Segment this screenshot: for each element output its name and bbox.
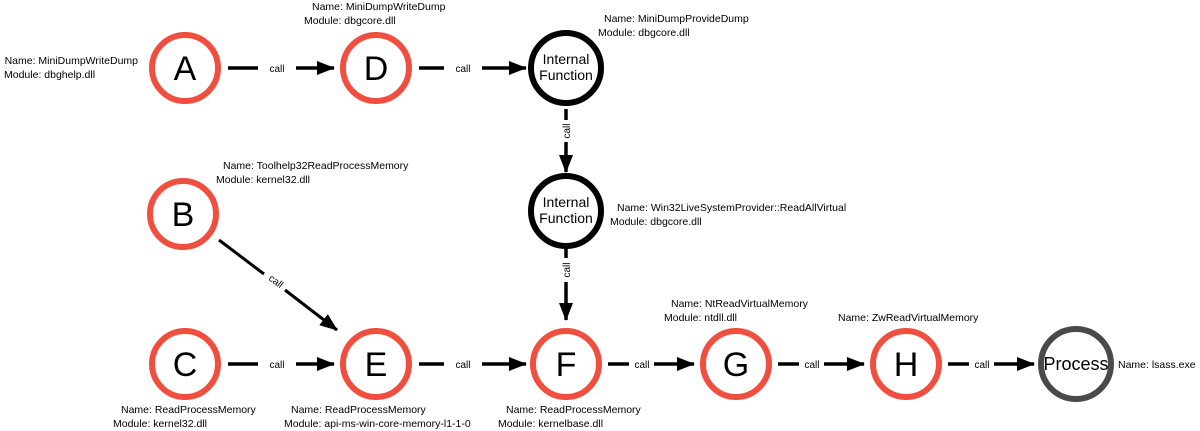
edge-internal1-to-internal2: call [559, 109, 573, 173]
info-name: Name: MiniDumpWriteDump [312, 1, 446, 13]
info-name: Name: lsass.exe [1118, 359, 1196, 371]
info-name: Name: NtReadVirtualMemory [671, 298, 808, 310]
node-label: D [364, 50, 389, 88]
edge-d-to-internal1: call [419, 61, 527, 75]
info-module: Module: dbgcore.dll [304, 15, 396, 27]
info-module: Module: kernel32.dll [216, 174, 310, 186]
info-name: Name: Toolhelp32ReadProcessMemory [223, 160, 409, 172]
node-label-line2: Function [539, 210, 593, 226]
node-internal-function-2[interactable]: Internal Function [528, 173, 604, 249]
info-h: Name: ZwReadVirtualMemory [838, 311, 978, 325]
edge-label: call [804, 360, 819, 371]
edge-a-to-d: call [228, 61, 335, 75]
edge-label: call [562, 262, 573, 277]
info-f: Name: ReadProcessMemory Module: kernelba… [498, 403, 641, 431]
node-internal-function-1[interactable]: Internal Function [528, 30, 604, 106]
node-label: Process [1043, 354, 1108, 374]
edge-b-to-e: call [218, 238, 338, 332]
node-a[interactable]: A [149, 32, 221, 104]
node-circle [149, 328, 221, 400]
node-c[interactable]: C [149, 328, 221, 400]
edge-e-to-f: call [419, 357, 527, 371]
info-module: Module: kernelbase.dll [498, 418, 604, 430]
edge-label: call [974, 360, 989, 371]
info-name: Name: ReadProcessMemory [121, 404, 256, 416]
node-label: G [723, 346, 749, 384]
edge-f-to-g: call [608, 357, 695, 371]
node-circle [1038, 326, 1114, 402]
node-circle [700, 328, 772, 400]
node-label: H [894, 346, 919, 384]
info-module: Module: kernel32.dll [113, 418, 207, 430]
node-label-line1: Internal [543, 51, 590, 67]
node-g[interactable]: G [700, 328, 772, 400]
node-circle [528, 173, 604, 249]
edge-label: call [269, 64, 284, 75]
node-b[interactable]: B [147, 178, 219, 250]
edge-label: call [455, 64, 470, 75]
info-name: Name: ZwReadVirtualMemory [838, 312, 979, 324]
info-module: Module: dbghelp.dll [4, 69, 96, 81]
edge-line [218, 238, 265, 276]
edge-label: call [269, 360, 284, 371]
edge-c-to-e: call [228, 357, 335, 371]
info-name: Name: MiniDumpProvideDump [604, 13, 749, 25]
node-label: F [556, 346, 577, 384]
info-d: Name: MiniDumpWriteDump Module: dbgcore.… [304, 0, 445, 28]
info-module: Module: ntdll.dll [664, 312, 737, 324]
info-module: Module: dbgcore.dll [598, 27, 690, 39]
info-module: Module: api-ms-win-core-memory-l1-1-0 [284, 418, 471, 430]
nodes: A D Internal Function B Internal Functio… [147, 30, 1114, 402]
info-c: Name: ReadProcessMemory Module: kernel32… [113, 403, 256, 431]
info-module: Module: dbgcore.dll [610, 216, 702, 228]
info-name: Name: MiniDumpWriteDump [4, 55, 138, 67]
info-e: Name: ReadProcessMemory Module: api-ms-w… [284, 403, 471, 431]
node-circle [528, 30, 604, 106]
node-label: B [172, 196, 195, 234]
node-circle [530, 328, 602, 400]
edge-g-to-h: call [778, 357, 865, 371]
edge-h-to-process: call [948, 357, 1035, 371]
edge-label: call [634, 360, 649, 371]
edge-line [284, 288, 338, 332]
info-internal-function-2: Name: Win32LiveSystemProvider::ReadAllVi… [610, 201, 846, 229]
info-name: Name: ReadProcessMemory [506, 404, 641, 416]
info-name: Name: ReadProcessMemory [291, 404, 426, 416]
node-f[interactable]: F [530, 328, 602, 400]
edge-label: call [455, 360, 470, 371]
node-process[interactable]: Process [1038, 326, 1114, 402]
info-process: Name: lsass.exe [1118, 358, 1196, 372]
node-d[interactable]: D [340, 32, 412, 104]
info-internal-function-1: Name: MiniDumpProvideDump Module: dbgcor… [598, 12, 749, 40]
info-a: Name: MiniDumpWriteDump Module: dbghelp.… [0, 54, 140, 82]
edge-label: call [562, 123, 573, 138]
info-b: Name: Toolhelp32ReadProcessMemory Module… [216, 159, 408, 187]
edge-label: call [266, 273, 285, 291]
node-label-line1: Internal [543, 194, 590, 210]
node-h[interactable]: H [870, 328, 942, 400]
node-label-line2: Function [539, 67, 593, 83]
edge-internal2-to-f: call [559, 248, 573, 321]
node-circle [340, 328, 412, 400]
info-g: Name: NtReadVirtualMemory Module: ntdll.… [664, 297, 808, 325]
info-name: Name: Win32LiveSystemProvider::ReadAllVi… [617, 202, 847, 214]
node-circle [340, 32, 412, 104]
node-circle [870, 328, 942, 400]
node-circle [147, 178, 219, 250]
node-e[interactable]: E [340, 328, 412, 400]
node-label: E [365, 346, 388, 384]
node-label: C [173, 346, 198, 384]
node-label: A [174, 50, 197, 88]
node-circle [149, 32, 221, 104]
